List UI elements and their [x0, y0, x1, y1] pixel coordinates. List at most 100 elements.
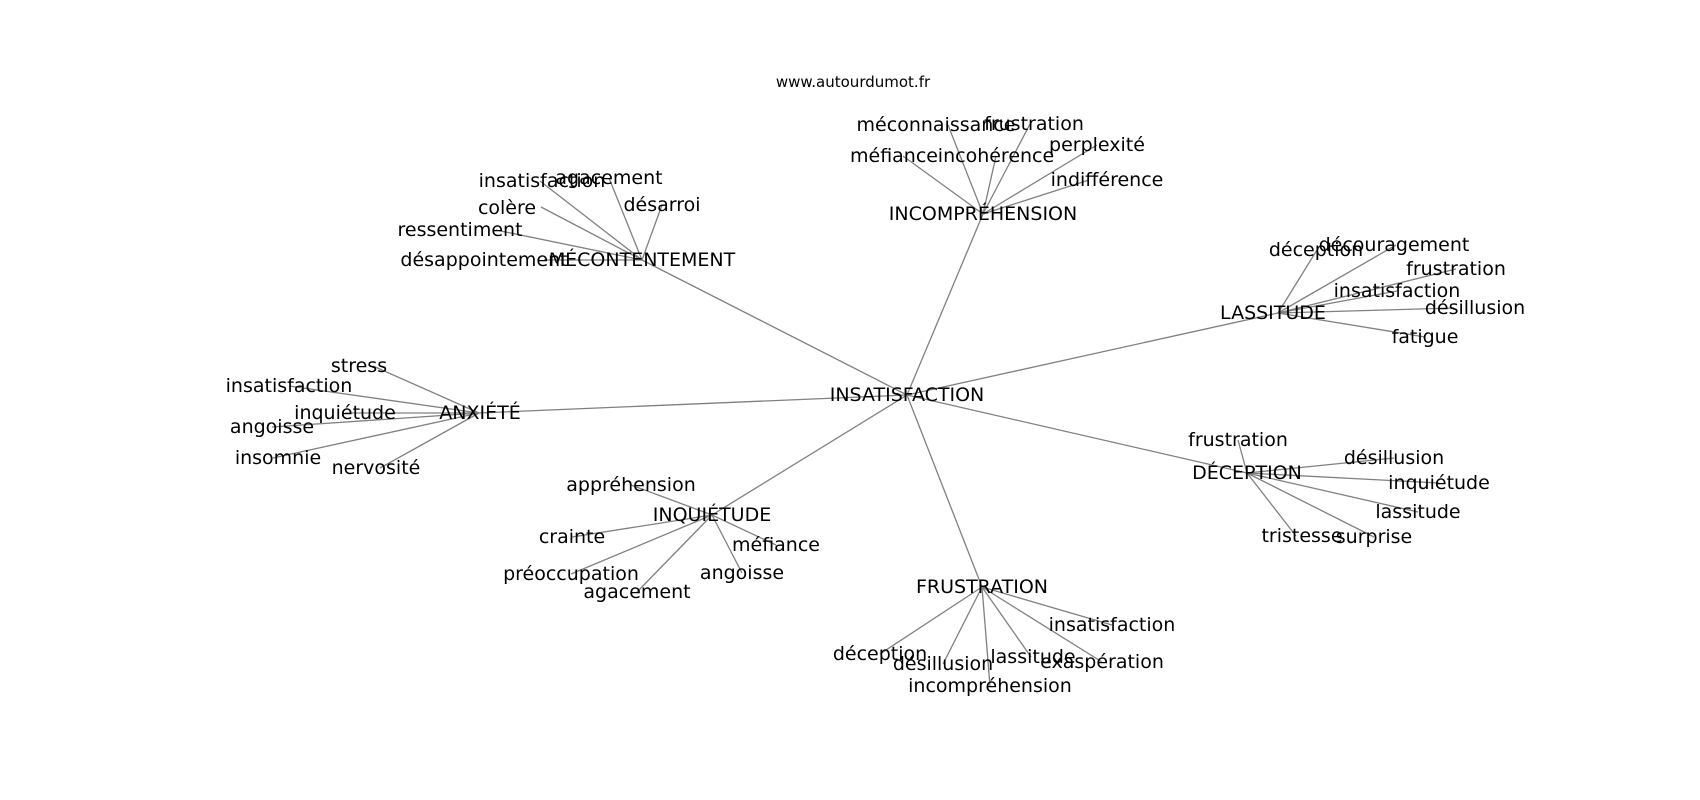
leaf-node-label: angoisse: [230, 416, 314, 438]
hub-to-word-edge: [711, 514, 777, 546]
hub-node-label: ANXIÉTÉ: [439, 401, 520, 424]
hub-to-word-edge: [372, 365, 480, 414]
leaf-node-label: désarroi: [623, 194, 700, 216]
leaf-node-label: fatigue: [1392, 326, 1459, 348]
leaf-node-label: frustration: [1188, 429, 1288, 451]
root-node-label: INSATISFACTION: [830, 384, 985, 406]
hub-to-word-edge: [947, 124, 984, 215]
hub-to-word-edge: [641, 204, 663, 261]
hub-to-word-edge: [379, 412, 480, 469]
hub-to-word-edge: [1277, 290, 1398, 314]
hub-to-word-edge: [981, 586, 991, 687]
hub-to-word-edge: [902, 155, 984, 215]
leaf-node-label: désillusion: [1344, 447, 1444, 469]
leaf-node-label: perplexité: [1049, 134, 1145, 156]
leaf-node-label: méconnaissance: [857, 114, 1016, 136]
leaf-node-label: indifférence: [1051, 169, 1164, 191]
root-to-hub-edge: [906, 213, 984, 396]
leaf-node-label: découragement: [1319, 234, 1470, 256]
graph-edges: [271, 123, 1457, 687]
leaf-node-label: méfiance: [732, 534, 820, 556]
hub-to-word-edge: [981, 586, 1113, 626]
leaf-node-label: insomnie: [235, 447, 321, 469]
leaf-node-label: désillusion: [893, 653, 993, 675]
leaf-node-label: méfiance: [850, 145, 938, 167]
leaf-node-label: inquiétude: [294, 402, 396, 424]
hub-to-word-edge: [711, 514, 743, 574]
hub-node-label: INQUIÉTUDE: [653, 503, 771, 526]
hub-to-word-edge: [608, 177, 643, 261]
hub-to-word-edge: [288, 385, 480, 414]
root-to-hub-edge: [641, 259, 908, 396]
hub-node-label: LASSITUDE: [1220, 302, 1326, 324]
leaf-node-label: agacement: [583, 581, 690, 603]
hub-to-word-edge: [1277, 249, 1318, 314]
leaf-node-label: tristesse: [1261, 525, 1342, 547]
leaf-node-label: colère: [478, 197, 536, 219]
hub-to-word-edge: [1246, 472, 1297, 537]
leaf-node-label: désillusion: [1425, 297, 1525, 319]
leaf-node-label: frustration: [1406, 258, 1506, 280]
leaf-node-label: préoccupation: [503, 563, 639, 585]
hub-node-label: DÉCEPTION: [1192, 461, 1302, 484]
leaf-node-label: appréhension: [566, 474, 695, 496]
leaf-node-label: insatisfaction: [479, 170, 606, 192]
leaf-node-label: agacement: [555, 167, 662, 189]
source-watermark: www.autourdumot.fr: [776, 73, 931, 91]
hub-to-word-edge: [1277, 244, 1397, 314]
hub-to-word-edge: [495, 229, 643, 261]
root-to-hub-edge: [906, 394, 1248, 474]
hub-to-word-edge: [982, 179, 1090, 215]
root-to-hub-edge: [906, 312, 1279, 396]
hub-node-label: INCOMPRÉHENSION: [889, 202, 1077, 225]
hub-to-word-edge: [982, 155, 997, 215]
root-to-hub-edge: [478, 394, 908, 414]
hub-to-word-edge: [942, 586, 983, 665]
hub-to-word-edge: [570, 514, 713, 575]
hub-to-word-edge: [1246, 472, 1375, 538]
hub-to-word-edge: [1246, 457, 1395, 474]
leaf-node-label: déception: [1269, 239, 1363, 261]
hub-to-word-edge: [879, 586, 983, 655]
leaf-node-label: angoisse: [700, 562, 784, 584]
hub-to-word-edge: [540, 206, 643, 261]
leaf-node-label: lassitude: [1375, 501, 1460, 523]
hub-node-label: MÉCONTENTEMENT: [549, 248, 736, 271]
root-to-hub-edge: [906, 394, 983, 588]
leaf-node-label: lassitude: [990, 646, 1075, 668]
hub-to-word-edge: [271, 412, 480, 428]
leaf-node-label: incohérence: [938, 145, 1054, 167]
leaf-node-label: insatisfaction: [226, 375, 353, 397]
root-to-hub-edge: [711, 394, 908, 516]
hub-to-word-edge: [981, 586, 1103, 663]
hub-to-word-edge: [272, 412, 480, 459]
hub-to-word-edge: [981, 586, 1032, 658]
leaf-node-label: déception: [833, 643, 927, 665]
leaf-node-label: insatisfaction: [1334, 280, 1461, 302]
hub-to-word-edge: [1246, 472, 1419, 513]
hub-to-word-edge: [982, 123, 1031, 215]
hub-to-word-edge: [982, 144, 1098, 215]
leaf-node-label: surprise: [1336, 526, 1413, 548]
leaf-node-label: frustration: [984, 113, 1084, 135]
hub-to-word-edge: [636, 514, 713, 593]
leaf-node-label: désappointement: [400, 249, 567, 271]
leaf-node-label: incompréhension: [908, 675, 1072, 697]
leaf-node-label: stress: [331, 355, 387, 377]
hub-to-word-edge: [1237, 439, 1248, 474]
hub-to-word-edge: [1277, 307, 1455, 314]
hub-to-word-edge: [1246, 472, 1440, 484]
leaf-node-label: ressentiment: [397, 219, 522, 241]
hub-to-word-edge: [1277, 268, 1457, 314]
hub-to-word-edge: [630, 484, 713, 516]
hub-node-label: FRUSTRATION: [916, 576, 1048, 598]
hub-to-word-edge: [1277, 312, 1426, 338]
leaf-node-label: insatisfaction: [1049, 614, 1176, 636]
leaf-node-label: inquiétude: [1388, 472, 1490, 494]
hub-to-word-edge: [539, 180, 643, 261]
leaf-node-label: nervosité: [332, 457, 421, 479]
leaf-node-label: exaspération: [1040, 651, 1164, 673]
leaf-node-label: crainte: [539, 526, 605, 548]
hub-to-word-edge: [571, 514, 713, 538]
